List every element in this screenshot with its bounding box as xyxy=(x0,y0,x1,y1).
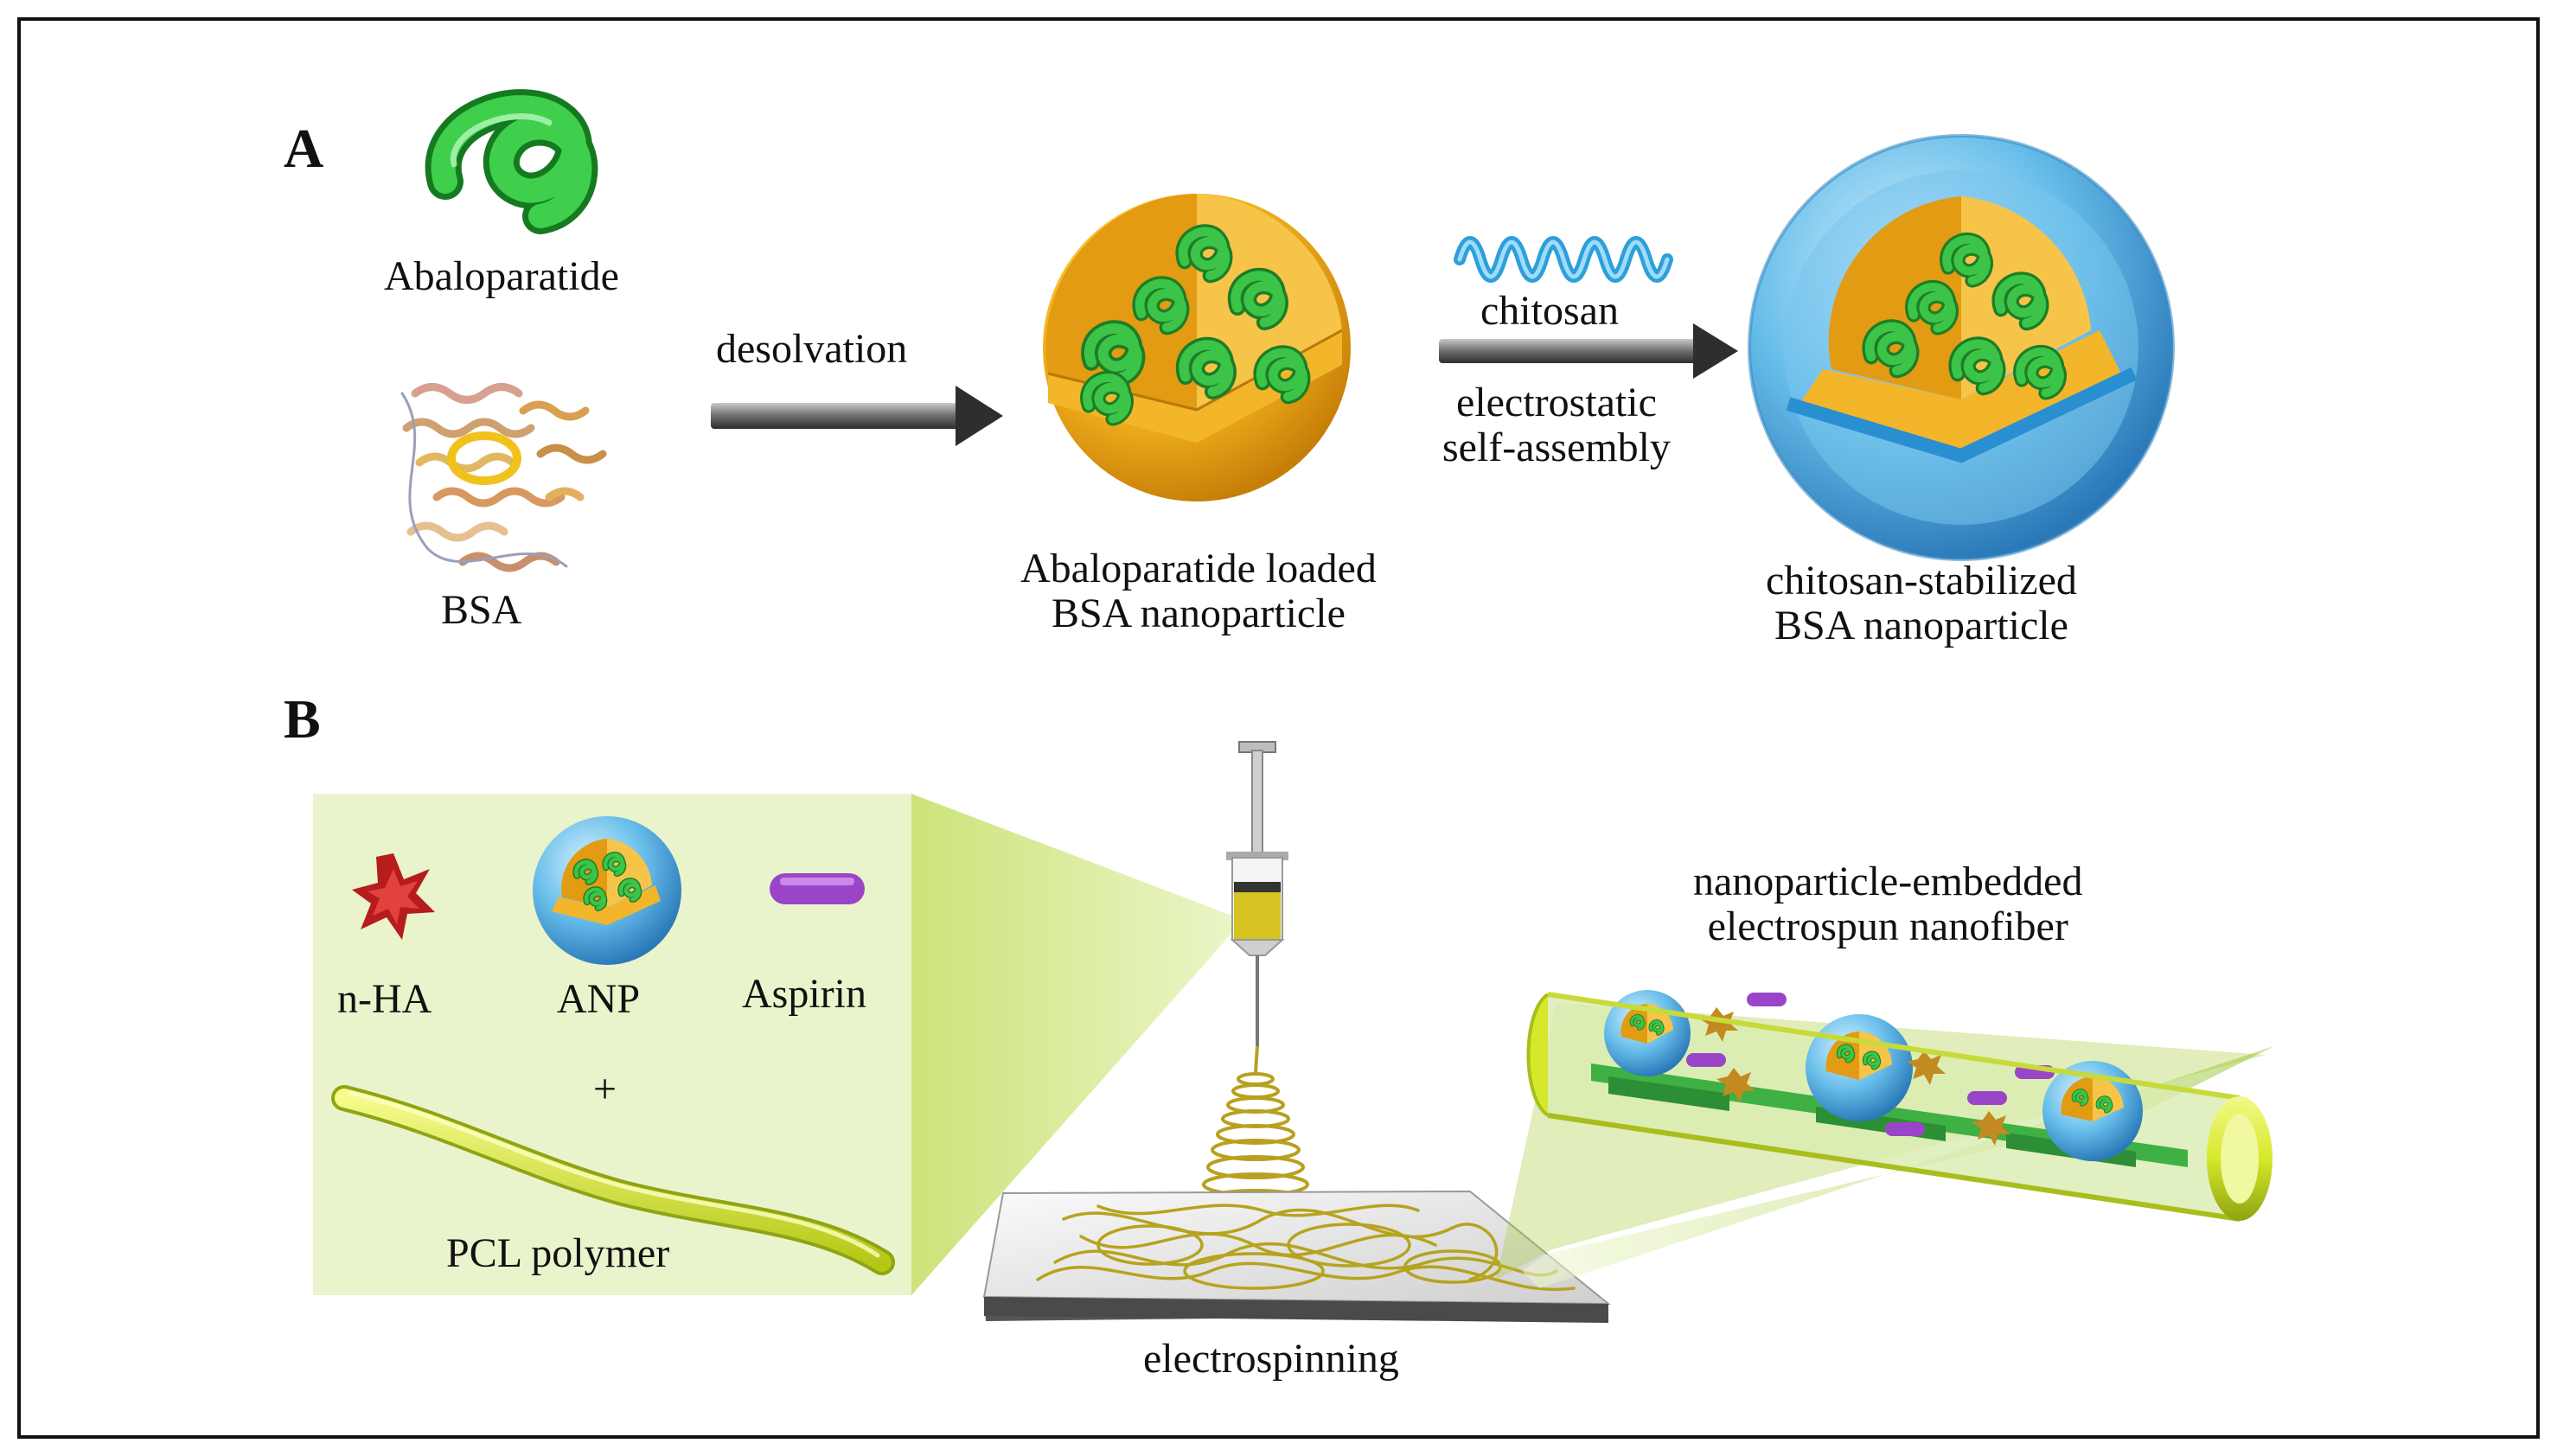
stabilized-np-line-2: BSA nanoparticle xyxy=(1774,602,2068,648)
stabilized-nanoparticle-label: chitosan-stabilized BSA nanoparticle xyxy=(1766,559,2077,648)
self-assembly-arrow xyxy=(1439,323,1738,379)
nanofiber-cylinder xyxy=(1526,990,2273,1222)
panel-b-letter: B xyxy=(284,688,321,750)
bsa-label: BSA xyxy=(441,587,522,633)
stabilized-np-line-1: chitosan-stabilized xyxy=(1766,558,2077,603)
electrospinning-label: electrospinning xyxy=(1143,1336,1399,1382)
electrostatic-self-assembly-label: electrostatic self-assembly xyxy=(1442,380,1671,470)
panel-a-letter: A xyxy=(284,118,324,179)
desolvation-arrow xyxy=(711,386,1003,446)
figure-border xyxy=(17,17,2540,1439)
electrostatic-line-2: self-assembly xyxy=(1442,424,1671,470)
nanofiber-line-1: nanoparticle-embedded xyxy=(1693,859,2083,904)
anp-icon xyxy=(533,816,681,965)
electrospinning-jet xyxy=(1199,1045,1313,1215)
fiber-mat xyxy=(1036,1204,1576,1291)
loaded-nanoparticle-label: Abaloparatide loaded BSA nanoparticle xyxy=(1020,546,1377,636)
aspirin-label: Aspirin xyxy=(742,971,866,1017)
loaded-np-line-1: Abaloparatide loaded xyxy=(1020,546,1377,591)
chitosan-label: chitosan xyxy=(1480,288,1619,334)
syringe-icon xyxy=(1226,741,1288,1046)
nha-label: n-HA xyxy=(337,976,432,1022)
pcl-polymer-label: PCL polymer xyxy=(446,1230,670,1276)
projection-cone-right xyxy=(1522,1046,2274,1288)
abaloparatide-icon xyxy=(425,89,598,234)
loaded-bsa-nanoparticle xyxy=(1043,194,1351,501)
projection-cone-left xyxy=(911,794,1243,1295)
electrostatic-line-1: electrostatic xyxy=(1456,380,1657,425)
nha-icon xyxy=(352,853,435,940)
nanofiber-label: nanoparticle-embedded electrospun nanofi… xyxy=(1693,859,2082,949)
anp-label: ANP xyxy=(557,976,641,1022)
loaded-np-line-2: BSA nanoparticle xyxy=(1051,590,1346,636)
chitosan-stabilized-nanoparticle xyxy=(1748,134,2175,561)
nanofiber-line-2: electrospun nanofiber xyxy=(1707,903,2068,949)
bsa-protein-icon xyxy=(400,383,607,572)
plus-label: + xyxy=(593,1066,617,1112)
abaloparatide-label: Abaloparatide xyxy=(384,253,619,299)
desolvation-label: desolvation xyxy=(716,326,908,372)
